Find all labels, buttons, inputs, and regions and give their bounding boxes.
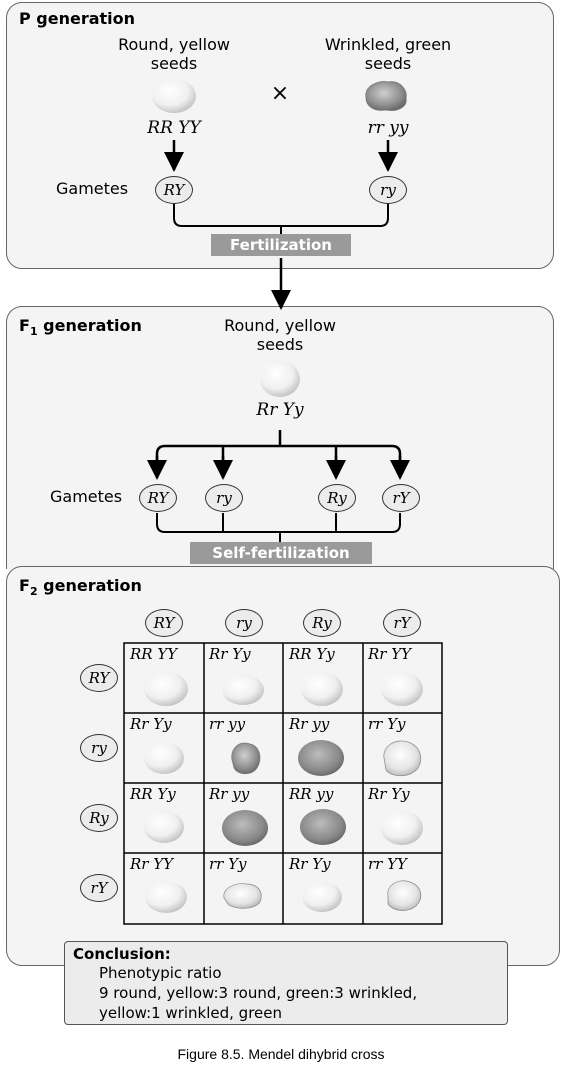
p-right-label-line-2: seeds xyxy=(364,54,412,73)
f1-gamete-1: RY xyxy=(139,484,177,512)
p-right-gamete: ry xyxy=(369,176,407,204)
cell-r2-c2: rr yy xyxy=(209,715,246,733)
conclusion-heading: Conclusion: xyxy=(73,945,171,963)
conclusion-line-3: yellow:1 wrinkled, green xyxy=(99,1004,283,1022)
f1-genotype: Rr Yy xyxy=(256,400,304,420)
conclusion-line-2: 9 round, yellow:3 round, green:3 wrinkle… xyxy=(99,984,418,1002)
f1-gametes-label: Gametes xyxy=(50,487,123,506)
cell-r2-c3: Rr yy xyxy=(289,715,330,733)
cell-r1-c2: Rr Yy xyxy=(209,645,251,663)
p-right-label-line-1: Wrinkled, green xyxy=(324,35,452,54)
f1-gamete-2: ry xyxy=(205,484,243,512)
p-left-genotype: RR YY xyxy=(147,118,201,138)
punnett-seeds xyxy=(144,672,423,913)
f2-row-gamete-4: rY xyxy=(80,874,118,902)
cell-r3-c2: Rr yy xyxy=(209,785,250,803)
cell-r3-c3: RR yy xyxy=(289,785,334,803)
cell-r4-c3: Rr Yy xyxy=(289,855,331,873)
f1-label-line-2: seeds xyxy=(256,335,304,354)
cross-symbol: × xyxy=(270,81,290,106)
f2-column-gamete-1: RY xyxy=(145,609,183,637)
f1-title-suffix: generation xyxy=(37,316,142,335)
p-generation-panel xyxy=(6,2,554,269)
p-right-genotype: rr yy xyxy=(367,118,409,138)
f1-title-sub: 1 xyxy=(29,325,38,339)
f2-column-gamete-4: rY xyxy=(383,609,421,637)
cell-r1-c1: RR YY xyxy=(130,645,178,663)
cell-r4-c4: rr YY xyxy=(368,855,407,873)
p-generation-title: P generation xyxy=(19,9,136,28)
p-left-label-line-1: Round, yellow xyxy=(118,35,230,54)
f2-column-gamete-2: ry xyxy=(225,609,263,637)
f1-generation-title: F1 generation xyxy=(19,316,142,338)
f2-generation-title: F2 generation xyxy=(19,576,142,598)
self-fertilization-label: Self-fertilization xyxy=(190,542,372,564)
p-left-label-line-2: seeds xyxy=(150,54,198,73)
wrinkled-green-seed xyxy=(365,81,407,111)
f2-row-gamete-1: RY xyxy=(80,664,118,692)
f1-label-line-1: Round, yellow xyxy=(224,316,336,335)
p-gametes-label: Gametes xyxy=(56,179,129,198)
cell-r2-c4: rr Yy xyxy=(368,715,406,733)
f1-round-yellow-seed xyxy=(260,361,300,397)
cell-r1-c3: RR Yy xyxy=(289,645,335,663)
conclusion-box: Conclusion: Phenotypic ratio 9 round, ye… xyxy=(64,941,508,1025)
f1-title-prefix: F xyxy=(19,316,30,335)
p-fertilization-bracket xyxy=(173,203,389,234)
f1-gamete-4: rY xyxy=(382,484,420,512)
figure-caption: Figure 8.5. Mendel dihybrid cross xyxy=(177,1046,385,1062)
f2-title-prefix: F xyxy=(19,576,30,595)
round-yellow-seed xyxy=(152,79,196,113)
f1-gamete-3: Ry xyxy=(318,484,356,512)
f2-column-gamete-3: Ry xyxy=(303,609,341,637)
f2-title-suffix: generation xyxy=(37,576,142,595)
f2-row-gamete-3: Ry xyxy=(80,804,118,832)
fertilization-label: Fertilization xyxy=(211,234,351,256)
f2-row-gamete-2: ry xyxy=(80,734,118,762)
p-left-gamete: RY xyxy=(155,176,193,204)
cell-r2-c1: Rr Yy xyxy=(130,715,172,733)
cell-r1-c4: Rr YY xyxy=(368,645,412,663)
cell-r4-c2: rr Yy xyxy=(209,855,247,873)
cell-r4-c1: Rr YY xyxy=(130,855,174,873)
cell-r3-c4: Rr Yy xyxy=(368,785,410,803)
punnett-grid xyxy=(123,642,443,925)
f2-title-sub: 2 xyxy=(29,585,38,599)
conclusion-line-1: Phenotypic ratio xyxy=(99,964,222,982)
cell-r3-c1: RR Yy xyxy=(130,785,176,803)
f1-self-fertilization-bracket xyxy=(156,513,401,542)
f1-branch-lines xyxy=(155,430,402,462)
